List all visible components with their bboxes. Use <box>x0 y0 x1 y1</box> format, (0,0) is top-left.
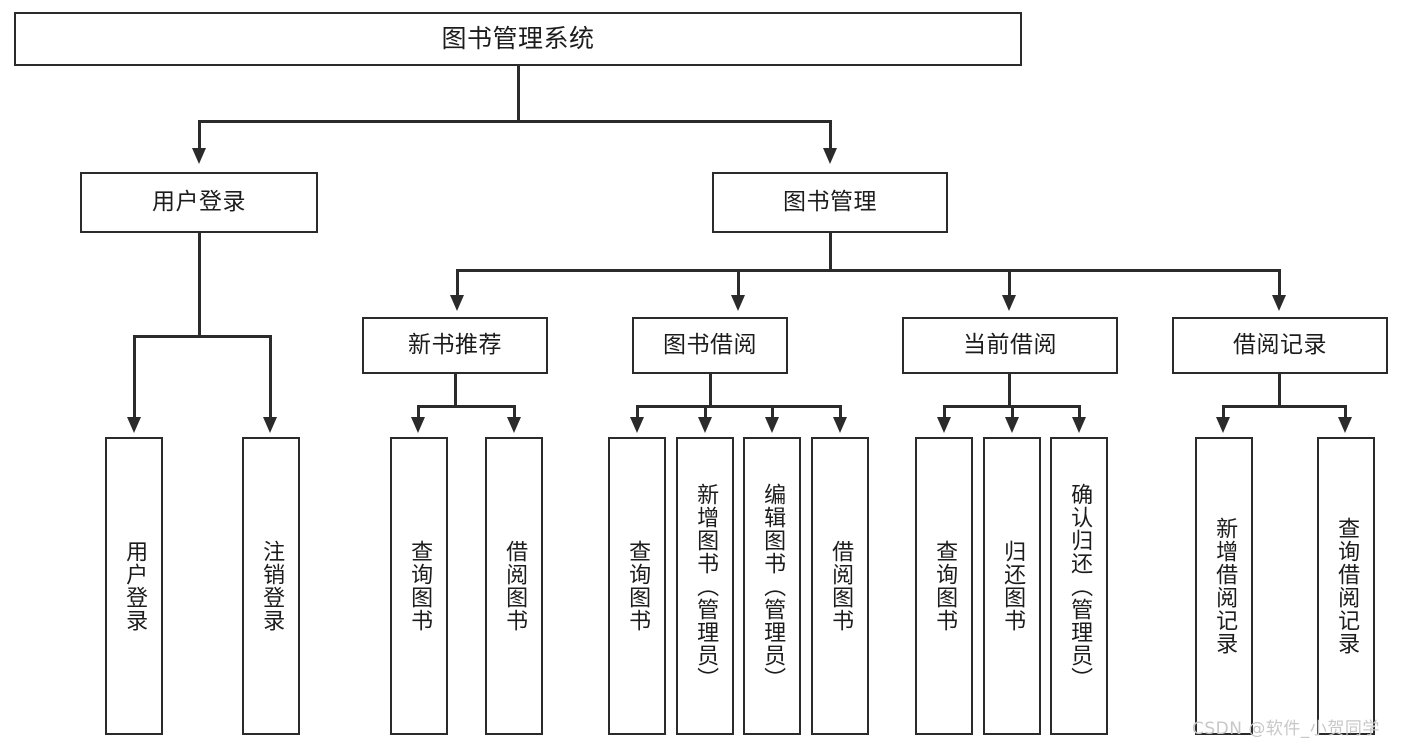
leaf-query-book-3[interactable]: 查询图书 <box>915 437 973 735</box>
leaf-query-borrow-record[interactable]: 查询借阅记录 <box>1317 437 1375 735</box>
edge-root-to-user-login <box>198 120 201 150</box>
node-label: 新增图书（管理员） <box>693 482 719 690</box>
edge-borrow-record-stem <box>1278 374 1281 407</box>
arrow-to-leaf-query-book-3 <box>937 417 951 433</box>
edge-to-current-borrow <box>1008 269 1011 297</box>
node-label: 注销登录 <box>259 540 285 632</box>
arrow-to-book-borrow <box>731 295 745 311</box>
node-book-manage[interactable]: 图书管理 <box>712 172 948 233</box>
edge-new-book-recommend-stem <box>454 374 457 407</box>
arrow-to-leaf-borrow-book-1 <box>507 417 521 433</box>
node-borrow-record[interactable]: 借阅记录 <box>1172 317 1388 374</box>
arrow-to-leaf-return-book <box>1005 417 1019 433</box>
csdn-watermark: CSDN @软件_小贺同学 <box>1192 719 1380 739</box>
arrow-to-leaf-user-login <box>127 417 141 433</box>
leaf-logout-login[interactable]: 注销登录 <box>242 437 300 735</box>
edge-to-new-book-recommend <box>456 269 459 297</box>
node-label: 查询图书 <box>407 540 433 632</box>
edge-root-bus <box>198 120 830 123</box>
edge-book-manage-stem <box>829 233 832 271</box>
leaf-return-book[interactable]: 归还图书 <box>983 437 1041 735</box>
node-new-book-recommend[interactable]: 新书推荐 <box>362 317 548 374</box>
node-label: 借阅图书 <box>828 540 854 632</box>
node-label: 归还图书 <box>1000 540 1026 632</box>
edge-current-borrow-stem <box>1008 374 1011 407</box>
edge-book-borrow-stem <box>709 374 712 407</box>
edge-to-leaf-query-book-1 <box>417 405 420 419</box>
node-label: 图书管理系统 <box>441 24 595 53</box>
node-label: 用户登录 <box>122 540 148 632</box>
node-label: 当前借阅 <box>963 331 1057 358</box>
arrow-to-leaf-logout-login <box>263 417 277 433</box>
node-label: 图书借阅 <box>663 331 757 358</box>
arrow-to-borrow-record <box>1272 295 1286 311</box>
arrow-to-current-borrow <box>1002 295 1016 311</box>
edge-to-leaf-add-borrow-record <box>1222 405 1225 419</box>
edge-to-leaf-edit-book-admin <box>771 405 774 419</box>
leaf-user-login[interactable]: 用户登录 <box>105 437 163 735</box>
edge-to-leaf-return-book <box>1011 405 1014 419</box>
leaf-borrow-book-1[interactable]: 借阅图书 <box>485 437 543 735</box>
arrow-to-book-manage <box>823 148 837 164</box>
edge-user-login-bus <box>133 335 271 338</box>
arrow-to-leaf-query-book-1 <box>411 417 425 433</box>
node-label: 查询图书 <box>932 540 958 632</box>
edge-to-leaf-borrow-book-1 <box>513 405 516 419</box>
edge-to-leaf-add-book-admin <box>704 405 707 419</box>
node-book-borrow[interactable]: 图书借阅 <box>632 317 788 374</box>
edge-to-leaf-query-borrow-record <box>1344 405 1347 419</box>
leaf-add-book-admin[interactable]: 新增图书（管理员） <box>676 437 734 735</box>
arrow-to-leaf-add-borrow-record <box>1216 417 1230 433</box>
node-label: 编辑图书（管理员） <box>760 482 786 690</box>
arrow-to-leaf-query-borrow-record <box>1338 417 1352 433</box>
edge-to-borrow-record <box>1278 269 1281 297</box>
edge-to-leaf-query-book-2 <box>636 405 639 419</box>
node-user-login[interactable]: 用户登录 <box>80 172 318 233</box>
node-label: 查询图书 <box>625 540 651 632</box>
edge-borrow-record-bus <box>1222 405 1346 408</box>
leaf-borrow-book-2[interactable]: 借阅图书 <box>811 437 869 735</box>
edge-new-book-recommend-bus <box>417 405 515 408</box>
node-label: 新书推荐 <box>408 331 502 358</box>
edge-root-to-book-manage <box>829 120 832 150</box>
edge-user-login-stem <box>198 233 201 337</box>
leaf-add-borrow-record[interactable]: 新增借阅记录 <box>1195 437 1253 735</box>
edge-to-leaf-query-book-3 <box>943 405 946 419</box>
arrow-to-leaf-confirm-return-admin <box>1072 417 1086 433</box>
node-label: 图书管理 <box>783 188 877 215</box>
arrow-to-new-book-recommend <box>450 295 464 311</box>
edge-to-leaf-confirm-return-admin <box>1078 405 1081 419</box>
arrow-to-leaf-borrow-book-2 <box>833 417 847 433</box>
edge-root-stem <box>517 66 520 122</box>
edge-to-book-borrow <box>737 269 740 297</box>
arrow-to-leaf-add-book-admin <box>698 417 712 433</box>
leaf-query-book-2[interactable]: 查询图书 <box>608 437 666 735</box>
node-label: 借阅记录 <box>1233 331 1327 358</box>
edge-book-borrow-bus <box>636 405 841 408</box>
node-root-system[interactable]: 图书管理系统 <box>14 12 1022 66</box>
arrow-to-leaf-edit-book-admin <box>765 417 779 433</box>
leaf-edit-book-admin[interactable]: 编辑图书（管理员） <box>743 437 801 735</box>
node-current-borrow[interactable]: 当前借阅 <box>902 317 1118 374</box>
node-label: 查询借阅记录 <box>1334 517 1360 655</box>
edge-to-leaf-user-login <box>133 335 136 419</box>
edge-to-leaf-logout-login <box>269 335 272 419</box>
edge-book-manage-bus <box>456 269 1280 272</box>
leaf-query-book-1[interactable]: 查询图书 <box>390 437 448 735</box>
node-label: 借阅图书 <box>502 540 528 632</box>
node-label: 用户登录 <box>152 188 246 215</box>
arrow-to-leaf-query-book-2 <box>630 417 644 433</box>
arrow-to-user-login <box>192 148 206 164</box>
edge-to-leaf-borrow-book-2 <box>839 405 842 419</box>
node-label: 新增借阅记录 <box>1212 517 1238 655</box>
node-label: 确认归还（管理员） <box>1067 482 1093 690</box>
leaf-confirm-return-admin[interactable]: 确认归还（管理员） <box>1050 437 1108 735</box>
